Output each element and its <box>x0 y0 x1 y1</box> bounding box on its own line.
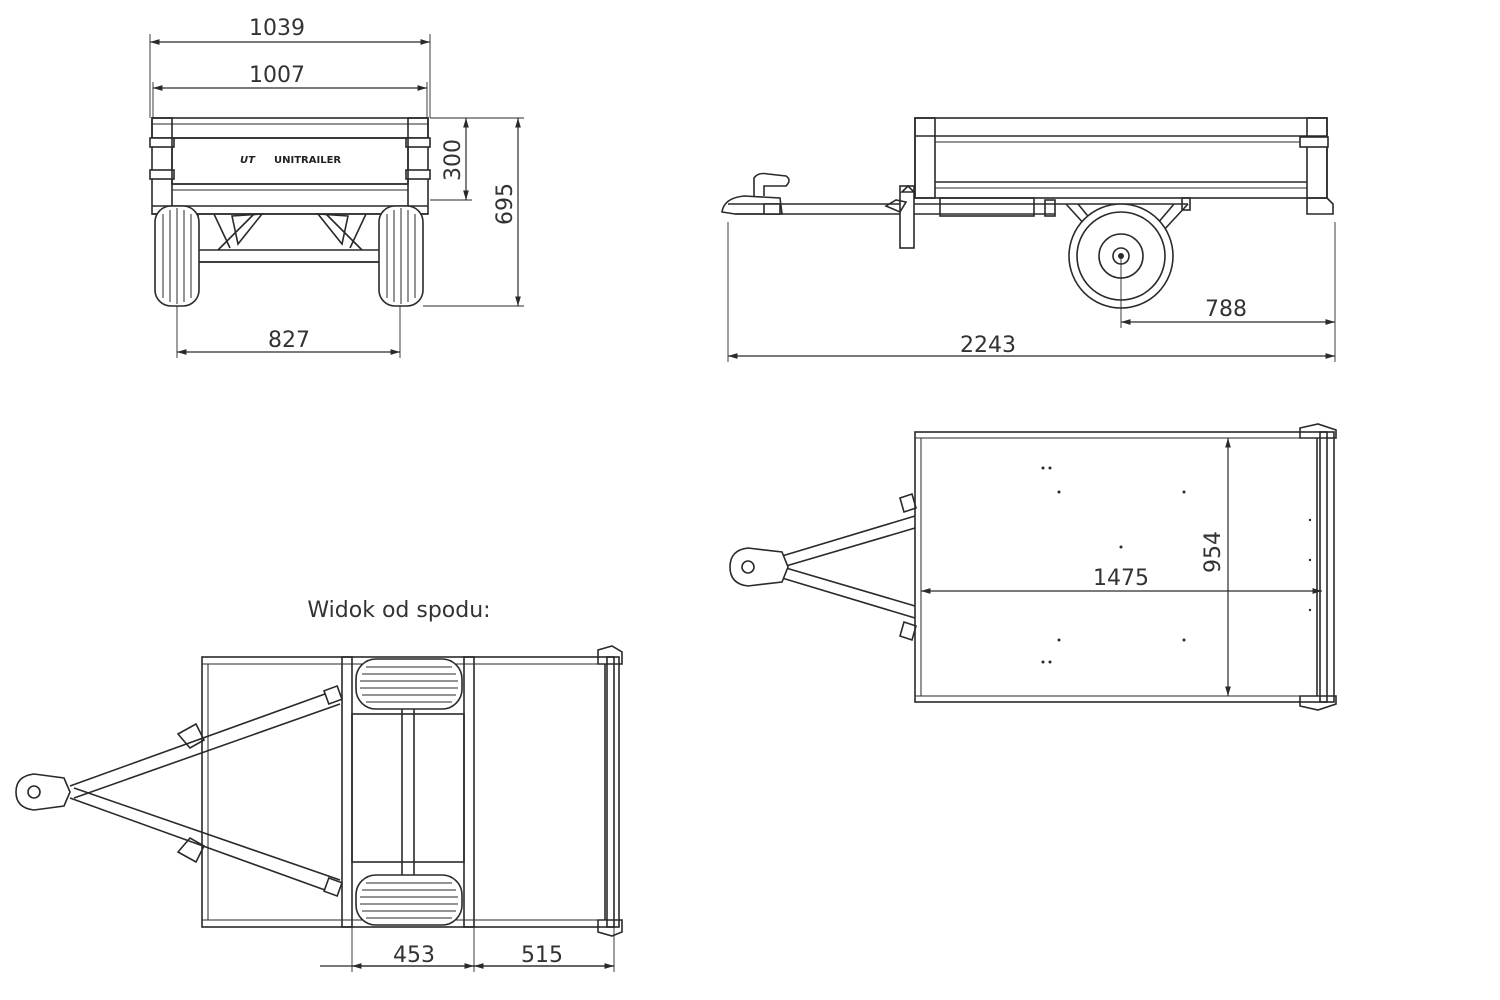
bottom-view-caption: Widok od spodu: <box>307 598 490 623</box>
svg-text:UT: UT <box>240 155 256 166</box>
dim-track-width: 827 <box>268 328 310 353</box>
front-left-tyre <box>154 205 200 307</box>
dim-under-rear-length: 515 <box>521 943 563 968</box>
logo-text: UNITRAILER <box>274 155 341 166</box>
dim-box-length: 1475 <box>1093 566 1149 591</box>
bottom-upper-tyre <box>355 658 463 710</box>
dim-front-box-width: 1007 <box>249 63 305 88</box>
dim-total-length: 2243 <box>960 333 1016 358</box>
bottom-view: Widok od spodu: <box>15 598 623 972</box>
front-view: UT UNITRAILER 1039 <box>149 16 524 358</box>
dim-axle-to-rear: 788 <box>1205 297 1247 322</box>
dim-side-height: 300 <box>441 139 466 181</box>
bottom-lower-tyre <box>355 874 463 926</box>
side-view: 788 2243 <box>721 117 1336 362</box>
dim-box-width: 954 <box>1201 531 1226 573</box>
front-right-tyre <box>378 205 424 307</box>
top-view: 1475 954 <box>729 423 1337 711</box>
unitrailer-logo: UT UNITRAILER <box>240 155 341 166</box>
dim-total-height: 695 <box>493 183 518 225</box>
dim-front-total-width: 1039 <box>249 16 305 41</box>
dim-under-axle-width: 453 <box>393 943 435 968</box>
